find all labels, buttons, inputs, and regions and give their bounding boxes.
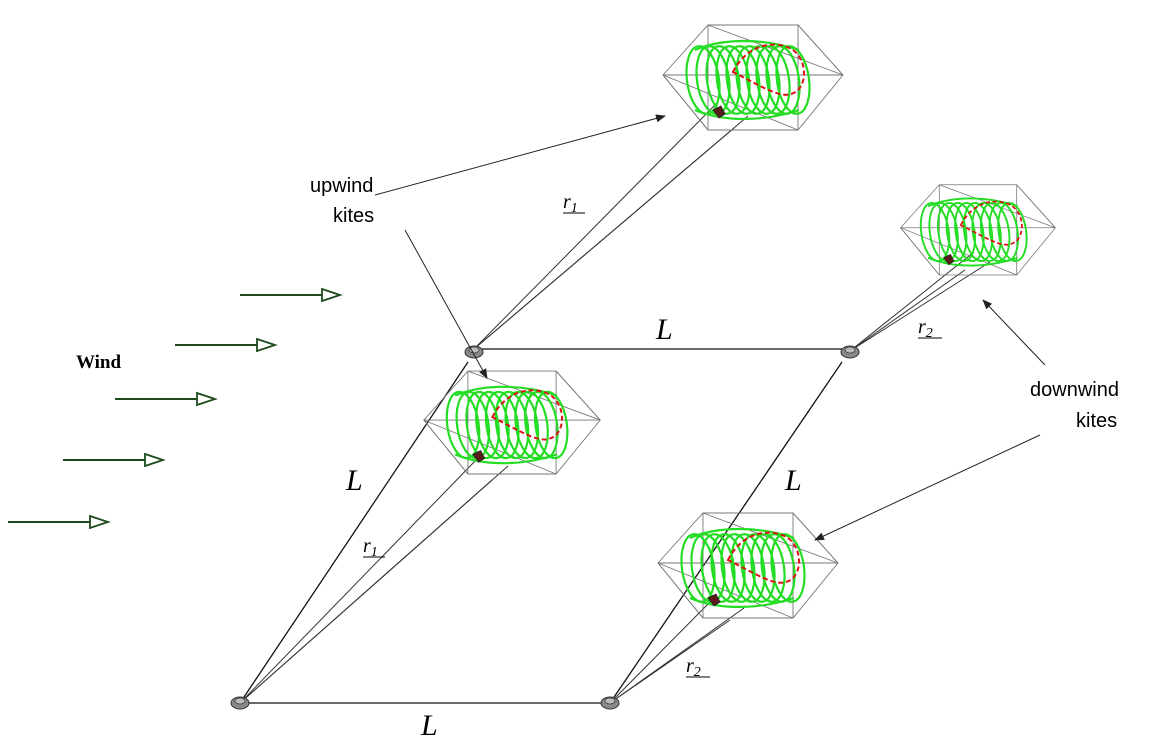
svg-text:r2: r2 [918, 316, 933, 341]
radius-label-downwind-bottom: r2 [686, 655, 710, 680]
radius-label-downwind-top: r2 [918, 316, 942, 341]
radius-label-upwind-top: r1 [563, 191, 585, 216]
side-length-label-bottom: L [420, 709, 438, 740]
upwind-kite-1 [661, 23, 845, 132]
svg-text:r1: r1 [363, 535, 378, 560]
ground-station-downwind-front [600, 696, 620, 710]
callout-pointers [374, 114, 1046, 541]
side-length-label-right: L [784, 464, 802, 497]
farm-sides [239, 348, 847, 704]
wind-arrows [8, 287, 343, 530]
downwind-label-line1: downwind [1030, 379, 1119, 401]
side-length-label-left: L [345, 464, 363, 497]
ground-station-upwind-back [464, 345, 484, 359]
ground-station-upwind-front [230, 696, 250, 710]
downwind-kite-2 [656, 511, 840, 620]
svg-text:r1: r1 [563, 191, 578, 216]
wind-label: Wind [76, 352, 122, 373]
downwind-label-line2: kites [1076, 410, 1117, 432]
side-length-label-top: L [655, 313, 673, 346]
upwind-label-line2: kites [333, 205, 374, 227]
radius-label-upwind-bottom: r1 [363, 535, 385, 560]
downwind-kite-1 [899, 183, 1057, 276]
ground-station-downwind-back [840, 345, 860, 359]
upwind-kite-2 [422, 370, 602, 476]
upwind-label-line1: upwind [310, 175, 373, 197]
svg-text:r2: r2 [686, 655, 701, 680]
tethers [239, 101, 991, 704]
